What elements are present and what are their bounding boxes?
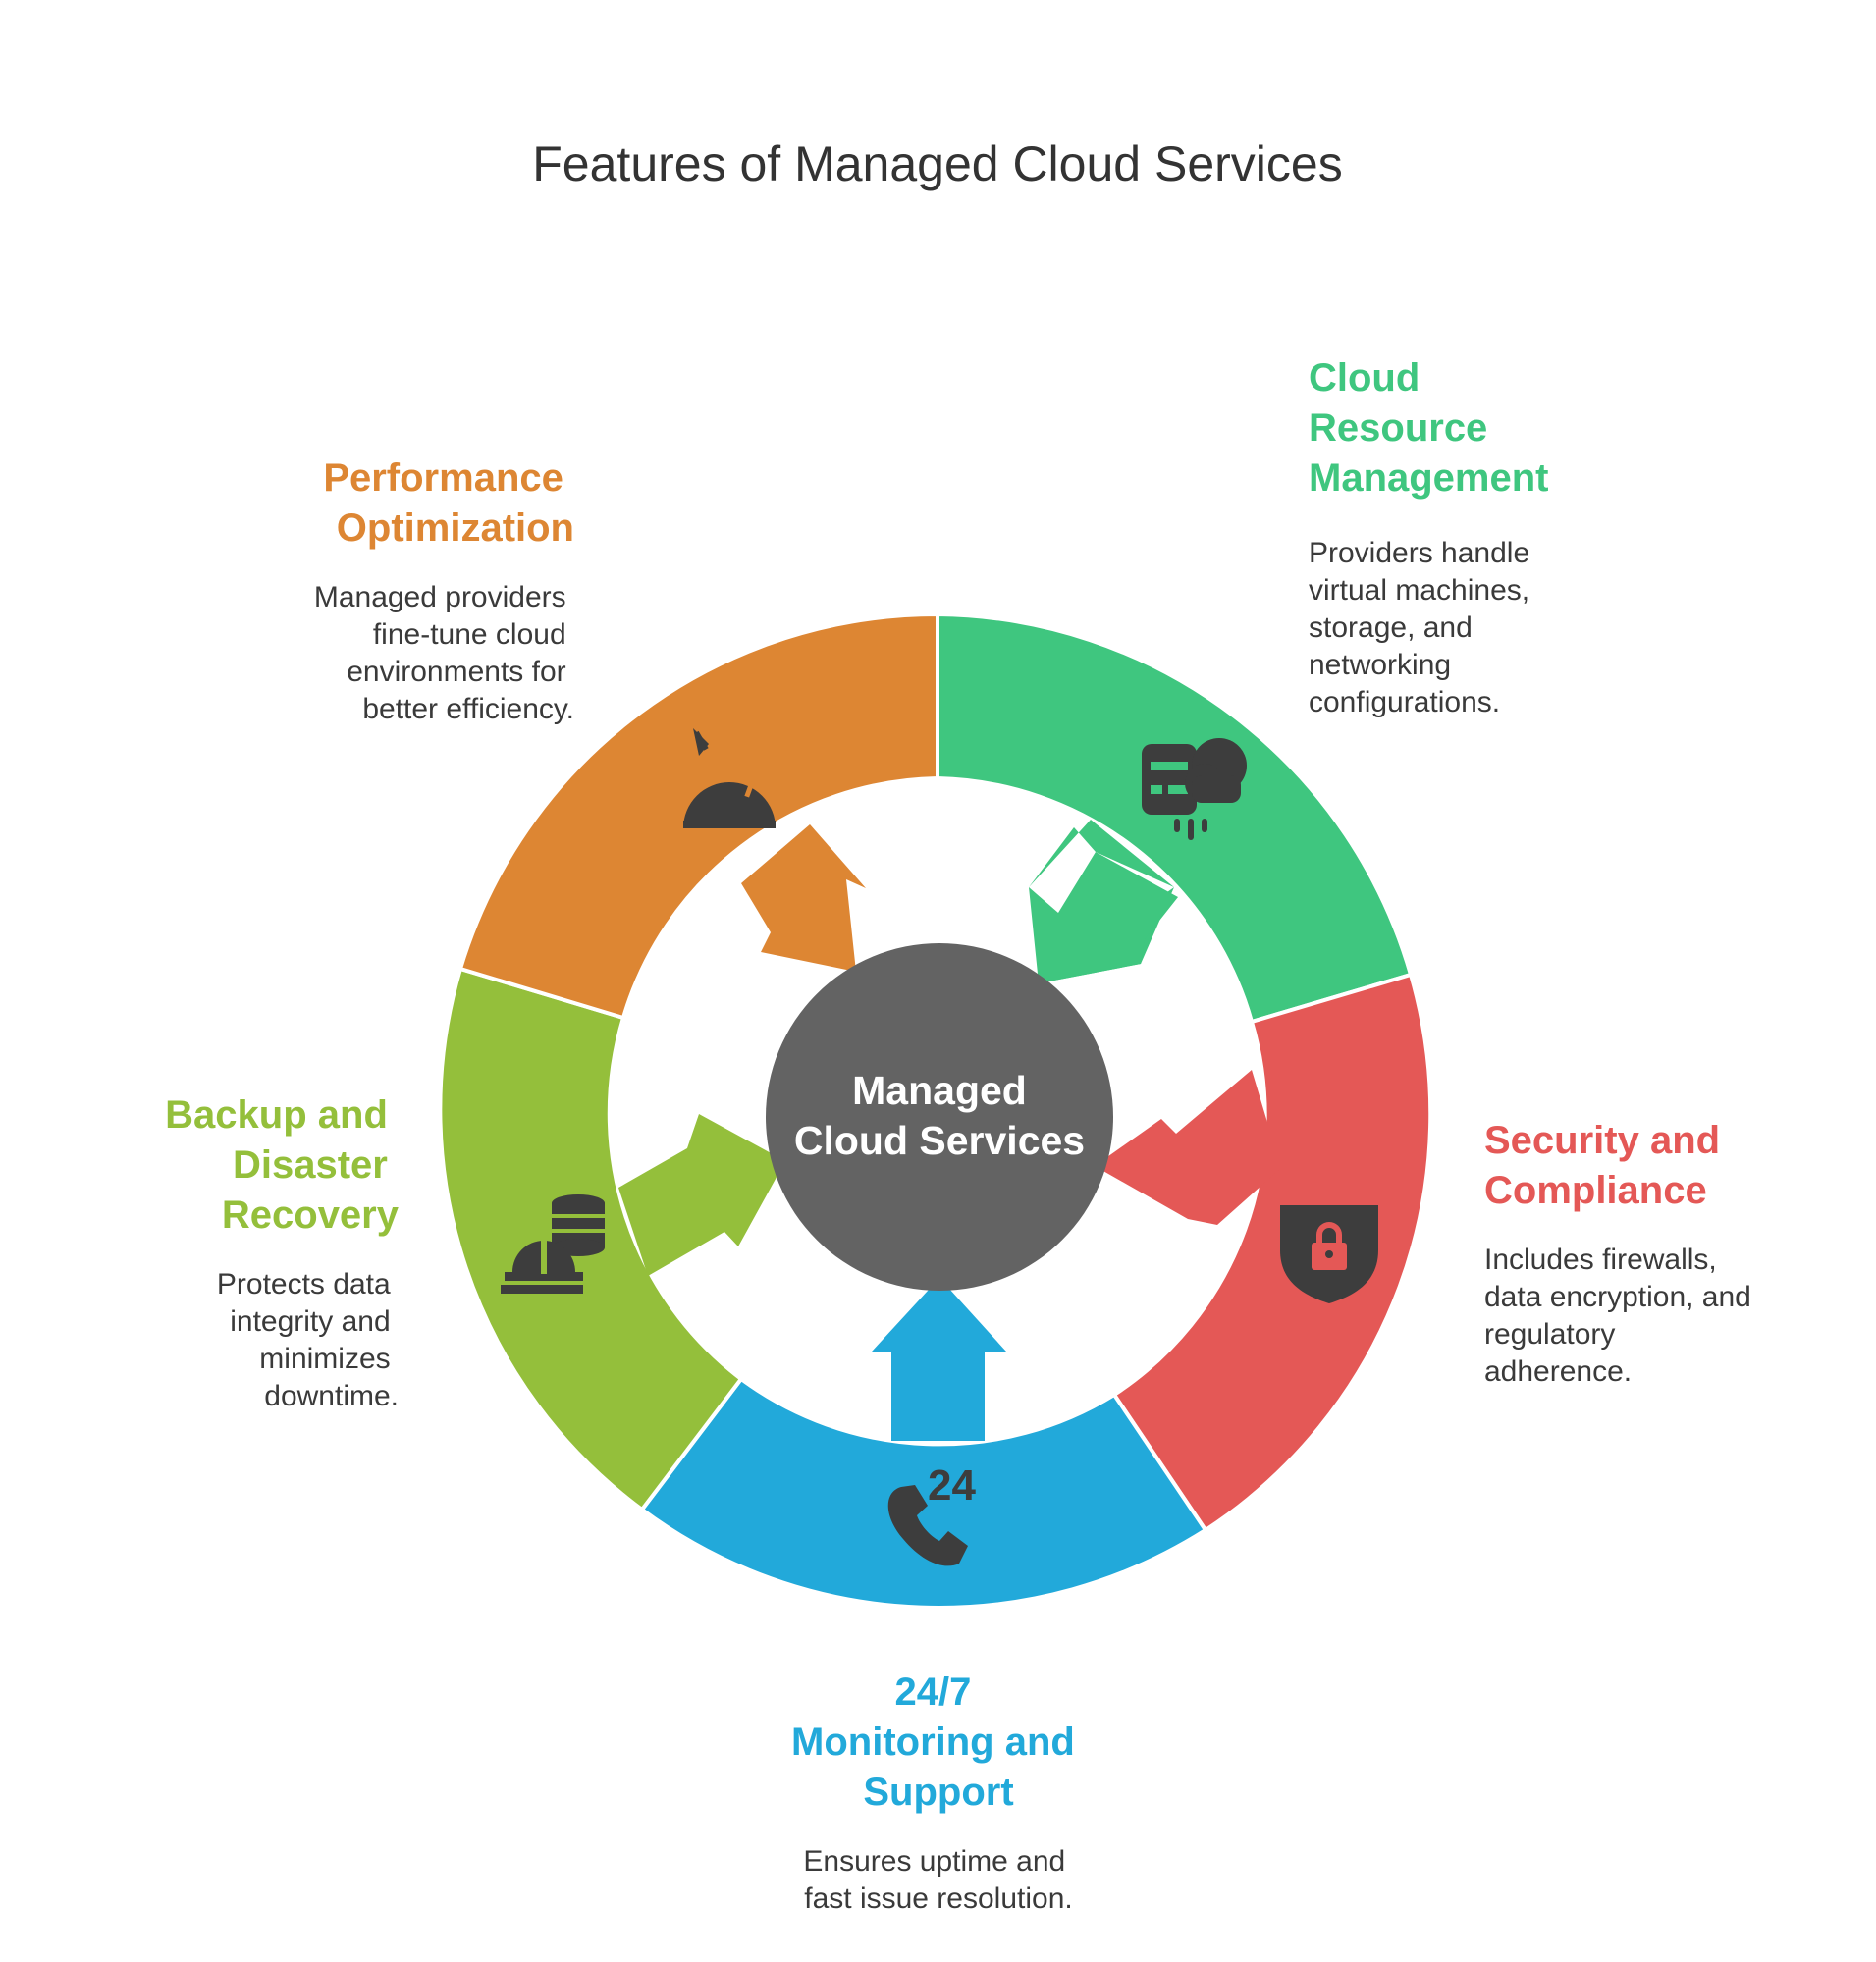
gauge-icon bbox=[683, 728, 776, 828]
center-label-line2: Cloud Services bbox=[794, 1118, 1085, 1163]
segment-cloud-resource-management bbox=[936, 611, 1414, 1025]
description-performance-optimization: Managed providers fine-tune cloud enviro… bbox=[314, 581, 574, 725]
feature-performance-optimization: Performance Optimization Managed provide… bbox=[314, 456, 574, 725]
heading-monitoring-and-support: 24/7 Monitoring and Support bbox=[791, 1670, 1086, 1814]
hardhat-database-icon bbox=[501, 1194, 605, 1294]
heading-backup-and-disaster-recovery: Backup and Disaster Recovery bbox=[165, 1093, 400, 1237]
arrow-security-and-compliance bbox=[1095, 1070, 1281, 1225]
description-cloud-resource-management: Providers handle virtual machines, stora… bbox=[1309, 537, 1537, 718]
arrow-performance-optimization bbox=[741, 824, 866, 972]
feature-monitoring-and-support: 24/7 Monitoring and Support Ensures upti… bbox=[791, 1670, 1086, 1915]
feature-cloud-resource-management: Cloud Resource Management Providers hand… bbox=[1309, 356, 1549, 718]
phone-24-icon: 24 bbox=[887, 1461, 976, 1566]
arrow-cloud-resource-management-head bbox=[1029, 852, 1178, 983]
heading-cloud-resource-management: Cloud Resource Management bbox=[1309, 356, 1549, 500]
arrow-backup-and-disaster-recovery bbox=[618, 1114, 785, 1276]
diagram-title: Features of Managed Cloud Services bbox=[532, 136, 1342, 191]
inward-arrows bbox=[618, 820, 1281, 1441]
feature-backup-and-disaster-recovery: Backup and Disaster Recovery Protects da… bbox=[165, 1093, 400, 1412]
phone-24-icon-label: 24 bbox=[928, 1461, 976, 1510]
description-backup-and-disaster-recovery: Protects data integrity and minimizes do… bbox=[217, 1268, 399, 1412]
center-label-line1: Managed bbox=[852, 1068, 1027, 1113]
arrow-monitoring-and-support bbox=[872, 1278, 1006, 1441]
feature-security-and-compliance: Security and Compliance Includes firewal… bbox=[1484, 1119, 1759, 1388]
heading-performance-optimization: Performance Optimization bbox=[323, 456, 574, 550]
center-circle bbox=[766, 943, 1113, 1291]
description-monitoring-and-support: Ensures uptime and fast issue resolution… bbox=[803, 1845, 1073, 1915]
shield-lock-icon bbox=[1280, 1205, 1378, 1303]
server-cloud-icon bbox=[1142, 738, 1247, 840]
segment-security-and-compliance bbox=[1111, 972, 1433, 1533]
description-security-and-compliance: Includes firewalls, data encryption, and… bbox=[1484, 1244, 1759, 1388]
segment-monitoring-and-support bbox=[639, 1376, 1208, 1610]
heading-security-and-compliance: Security and Compliance bbox=[1484, 1119, 1731, 1212]
